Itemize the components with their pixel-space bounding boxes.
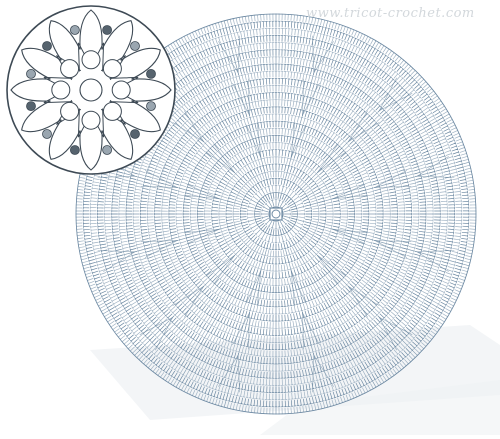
increase-wedge (312, 35, 334, 74)
increase-wedge (378, 316, 413, 351)
increase-wedge (302, 78, 320, 116)
increase-wedge (218, 35, 240, 74)
increase-wedge (140, 240, 178, 258)
increase-wedge (290, 269, 306, 307)
increase-wedge (331, 184, 369, 200)
inset-dot (146, 69, 156, 79)
increase-wedge (378, 77, 413, 112)
inset-ring-circle (60, 101, 80, 121)
increase-wedge (205, 254, 236, 285)
inset-dot (130, 41, 140, 51)
inset-dot (70, 145, 80, 155)
increase-wedge (232, 78, 250, 116)
increase-wedge (140, 170, 178, 188)
increase-wedge (316, 254, 347, 285)
increase-wedge (183, 184, 221, 200)
increase-wedge (374, 240, 412, 258)
stitch-chart (75, 13, 477, 415)
increase-wedge (331, 228, 369, 244)
watermark-text: www.tricot-crochet.com (306, 6, 475, 21)
increase-wedge (139, 316, 174, 351)
inset-outer-petal (120, 47, 161, 80)
inset-outer-petal (120, 100, 161, 133)
increase-wedge (205, 143, 236, 174)
increase-wedge (290, 121, 306, 159)
inset-dot (26, 101, 36, 111)
increase-wedge (374, 170, 412, 188)
inset-center-circle (79, 78, 103, 102)
inset-dot (146, 101, 156, 111)
increase-wedge (183, 228, 221, 244)
inset-dot (102, 145, 112, 155)
inset-outer-petal (79, 9, 103, 50)
increase-wedge (97, 250, 136, 272)
increase-wedge (347, 285, 380, 318)
inset-dot (42, 129, 52, 139)
increase-wedge (416, 250, 455, 272)
inset-ring-circle (81, 110, 101, 130)
increase-wedge (347, 110, 380, 143)
increase-wedge (416, 156, 455, 178)
inset-outer-petal (48, 119, 81, 160)
inset-ring-circle (60, 59, 80, 79)
inset-dot (130, 129, 140, 139)
increase-wedge (302, 312, 320, 350)
chart-outer-edge (75, 13, 477, 415)
increase-wedge (246, 121, 262, 159)
increase-wedge (172, 110, 205, 143)
inset-dot (42, 41, 52, 51)
inset-ring-circle (81, 50, 101, 70)
inset-outer-petal (21, 100, 62, 133)
chart-center-ring (269, 207, 283, 221)
increase-wedge (218, 354, 240, 393)
increase-wedge (312, 354, 334, 393)
center-ring-circle (271, 209, 281, 219)
inset-ring-circle (102, 59, 122, 79)
increase-wedge (232, 312, 250, 350)
increase-wedge (316, 143, 347, 174)
inset-outer-petal (101, 119, 134, 160)
inset-outer-petal (48, 20, 81, 61)
inset-outer-petal (101, 20, 134, 61)
radial-increase-lines (76, 14, 476, 414)
inset-outer-petal (131, 78, 172, 102)
shadow-shape (260, 380, 500, 435)
inset-outer-petal (21, 47, 62, 80)
inset-ring-circle (111, 80, 131, 100)
increase-wedge (172, 285, 205, 318)
inset-dot (102, 25, 112, 35)
inset-ring-circle (102, 101, 122, 121)
increase-wedge (246, 269, 262, 307)
inset-dot (70, 25, 80, 35)
inset-outer-petal (79, 130, 103, 171)
inset-dot (26, 69, 36, 79)
mandala-inset-icon (6, 5, 176, 175)
inset-outer-petal (10, 78, 51, 102)
inset-ring-circle (51, 80, 71, 100)
